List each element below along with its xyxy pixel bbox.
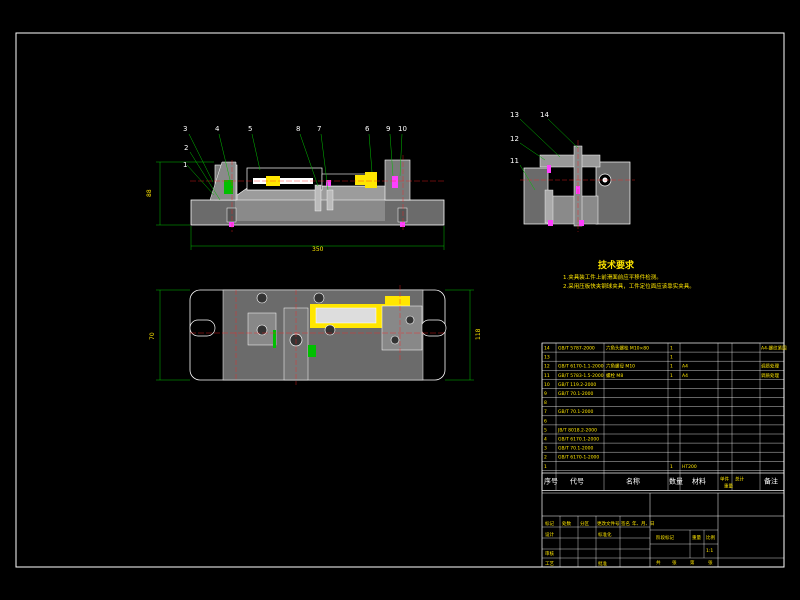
bom-cell-no: 12: [544, 364, 550, 370]
balloon-4: 4: [215, 125, 220, 133]
bom-cell-no: 6: [544, 418, 547, 424]
bom-cell-code: GB/T 6170-1-2000: [558, 455, 599, 461]
side-view: [519, 118, 635, 232]
bom-cell-code: GB/T 6170.1-2000: [558, 437, 599, 443]
bom-cell-mat: A4: [682, 373, 688, 379]
balloon-12: 12: [510, 135, 519, 143]
tb-design: 设计: [545, 531, 554, 538]
bom-cell-no: 5: [544, 427, 547, 433]
tb-sheet-total: 共: [656, 559, 661, 566]
bom-cell-code: GB/T 70.1-2000: [558, 446, 594, 452]
tb-sheet2: 第: [690, 559, 695, 566]
bom-header-no: 序号: [544, 476, 558, 485]
front-view: [156, 133, 445, 250]
bom-cell-code: GB/T 119.2-2000: [558, 382, 596, 388]
dim-plan-height: 118: [475, 328, 482, 340]
tb-date: 年、月、日: [632, 520, 655, 527]
tb-approve: 批准: [598, 560, 607, 567]
balloon-13: 13: [510, 111, 519, 119]
bom-header-total: 总计: [735, 475, 744, 482]
tech-requirement-1: 1.夹具装工件上前滑面前应平移件检测。: [563, 273, 662, 281]
tb-scale-value: 1:1: [706, 548, 713, 554]
tb-change: 更改文件号: [597, 520, 620, 527]
bom-cell-mat: A4: [682, 364, 688, 370]
balloon-14: 14: [540, 111, 549, 119]
tb-check: 审核: [545, 550, 554, 557]
balloon-9: 9: [386, 125, 390, 133]
tb-count: 处数: [562, 520, 571, 527]
balloon-11: 11: [510, 157, 519, 165]
bom-cell-qty: 1: [670, 346, 673, 352]
bom-header-mat: 材料: [692, 476, 706, 485]
bom-cell-note: 调质处理: [761, 363, 779, 370]
plan-view: [156, 285, 474, 385]
tb-scale: 比例: [706, 534, 715, 541]
bom-cell-code: GB/T 70.1-2000: [558, 409, 594, 415]
bom-cell-no: 1: [544, 464, 547, 470]
sheet-border: [15, 32, 785, 568]
tb-sheet3: 张: [708, 559, 713, 566]
bom-cell-code: JB/T 8018.2-2000: [557, 427, 597, 433]
bom-cell-mat: HT200: [682, 464, 697, 470]
bom-cell-no: 9: [544, 391, 547, 397]
balloon-1: 1: [183, 161, 187, 169]
tb-mark: 标记: [545, 520, 554, 527]
bom-cell-name: 六角头螺栓 M10×80: [606, 345, 649, 352]
tb-weight: 重量: [692, 534, 701, 541]
tb-zone: 分区: [580, 520, 589, 527]
balloon-5: 5: [248, 125, 252, 133]
dim-plan-left: 70: [149, 332, 156, 340]
bom-cell-no: 8: [544, 400, 547, 406]
bom-cell-note: 调质处理: [761, 372, 779, 379]
tb-sign: 签名: [621, 520, 630, 527]
bom-cell-note: A4-螺纹紧固: [761, 345, 787, 352]
bom-cell-code: GB/T 5787-2000: [558, 346, 595, 352]
balloon-7: 7: [317, 125, 321, 133]
bom-header-code: 代号: [570, 476, 584, 485]
bom-cell-no: 7: [544, 409, 547, 415]
bom-header-weight: 重量: [724, 482, 733, 489]
bom-cell-no: 3: [544, 446, 547, 452]
balloon-2: 2: [184, 144, 188, 152]
bom-cell-no: 14: [544, 346, 550, 352]
bom-header-note: 备注: [764, 476, 778, 485]
tb-process: 工艺: [545, 561, 554, 567]
bom-cell-no: 13: [544, 355, 550, 361]
bom-cell-no: 10: [544, 382, 550, 388]
bom-header-qty: 数量: [669, 476, 683, 485]
dim-front-height: 88: [146, 189, 153, 197]
title-block: [541, 472, 785, 568]
balloon-10: 10: [398, 125, 407, 133]
bom-cell-qty: 1: [670, 373, 673, 379]
bom-header-unit: 单件: [720, 475, 729, 482]
bom-cell-name: 螺栓 M8: [606, 372, 623, 379]
balloon-6: 6: [365, 125, 370, 133]
tb-sheet: 张: [672, 559, 677, 566]
tb-std: 标准化: [598, 531, 612, 538]
balloon-8: 8: [296, 125, 300, 133]
balloon-3: 3: [183, 125, 187, 133]
bom-cell-no: 11: [544, 373, 550, 379]
bom-cell-no: 2: [544, 455, 547, 461]
bom-cell-qty: 1: [670, 355, 673, 361]
dim-front-width: 350: [312, 246, 324, 253]
tech-requirements-title: 技术要求: [598, 259, 635, 271]
bom-cell-code: GB/T 70.1-2000: [558, 391, 594, 397]
bom-cell-qty: 1: [670, 464, 673, 470]
bom-cell-code: GB/T 6170-1.1-2000: [558, 364, 604, 370]
bom-cell-name: 六角螺母 M10: [606, 363, 635, 370]
bom-header-name: 名称: [626, 476, 640, 485]
tb-stage: 阶段标记: [656, 534, 674, 541]
bom-cell-qty: 1: [670, 364, 673, 370]
bom-cell-code: GB/T 5783-1.5-2000: [558, 373, 604, 379]
bom-cell-no: 4: [544, 437, 547, 443]
tech-requirement-2: 2.采用压板快夹钢球夹具，工件定位面应该靠实夹具。: [563, 282, 695, 290]
